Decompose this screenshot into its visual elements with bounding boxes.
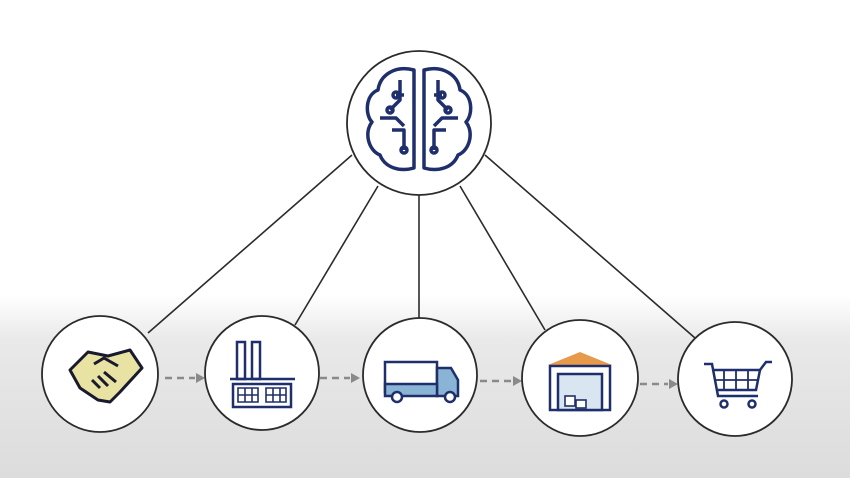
arrow-icon (165, 373, 205, 383)
arrow-icon (480, 376, 522, 386)
cart-node (677, 321, 793, 437)
truck-node (362, 317, 478, 433)
connector-line (147, 154, 353, 334)
factory-icon (230, 340, 295, 409)
connectors (147, 154, 696, 339)
handshake-node (41, 315, 159, 433)
warehouse-node (521, 319, 639, 437)
brain-circuit-icon (365, 67, 473, 172)
truck-icon (383, 360, 460, 404)
arrow-icon (320, 373, 360, 383)
handshake-icon (68, 348, 144, 404)
factory-node (204, 315, 320, 431)
connector-line (484, 154, 696, 339)
shopping-cart-icon (704, 360, 772, 409)
connector-line (294, 185, 379, 326)
connector-line (459, 185, 546, 331)
flow-arrows (165, 373, 678, 389)
arrow-icon (640, 379, 678, 389)
brain-node (346, 50, 492, 196)
warehouse-icon (548, 352, 612, 412)
